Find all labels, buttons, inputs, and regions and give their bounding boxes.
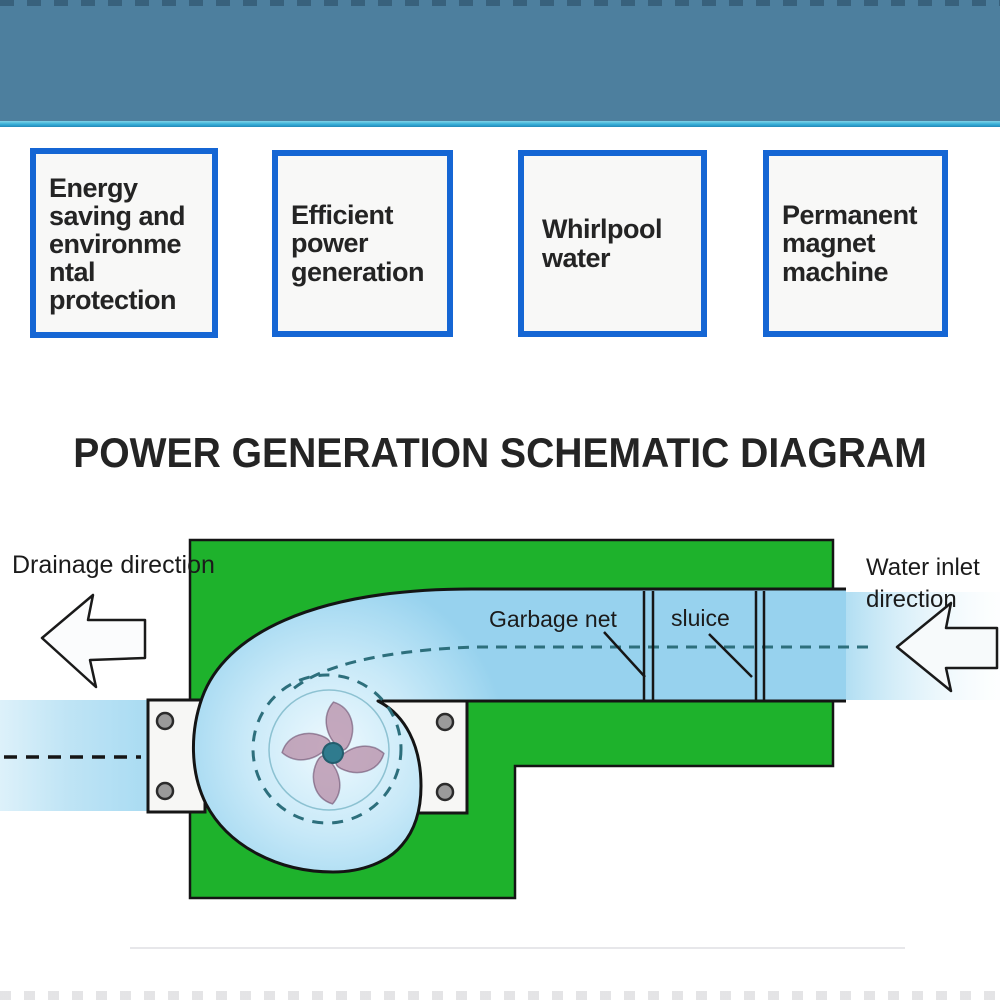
top-cropped-text-remnant [0,0,1000,6]
drainage-arrow-icon [40,593,147,689]
fan-hub [322,742,344,764]
page-title: POWER GENERATION SCHEMATIC DIAGRAM [73,429,927,476]
bottom-divider-line [130,947,905,949]
feature-box-label: Efficient power generation [291,200,425,287]
bolt [155,781,175,801]
garbage-net-label: Garbage net [489,606,617,632]
banner-accent-line [0,121,1000,127]
sluice-leader-line [708,633,753,678]
feature-box-label: Energy saving and environme ntal protect… [49,173,186,316]
flow-dashed-centerline [292,645,868,691]
garbage-net-leader-line [603,631,646,678]
bolt [155,711,175,731]
water-inlet-arrow-icon [895,601,999,693]
water-channel-volute [193,589,847,872]
feature-box-whirlpool-water: Whirlpool water [518,150,707,337]
water-channel-outline [191,587,846,874]
sluice-label: sluice [671,605,730,631]
bottom-cropped-text-remnant [0,991,1000,1000]
top-banner [0,0,1000,121]
bolt [435,782,455,802]
garbage-net-lines [642,591,655,700]
sluice-gate-lines [754,591,766,700]
feature-box-label: Permanent magnet machine [782,200,918,287]
feature-box-efficient-power: Efficient power generation [272,150,453,337]
feature-box-energy-saving: Energy saving and environme ntal protect… [30,148,218,338]
flow-dashed-ring [251,673,403,825]
bolt [435,712,455,732]
feature-box-permanent-magnet: Permanent magnet machine [763,150,948,337]
drainage-direction-label: Drainage direction [12,551,215,579]
water-inlet-direction-label: Water inlet direction [866,554,980,614]
volute-inner-ring [268,689,390,811]
feature-box-label: Whirlpool water [542,214,662,273]
turbine-fan-icon [281,701,385,805]
